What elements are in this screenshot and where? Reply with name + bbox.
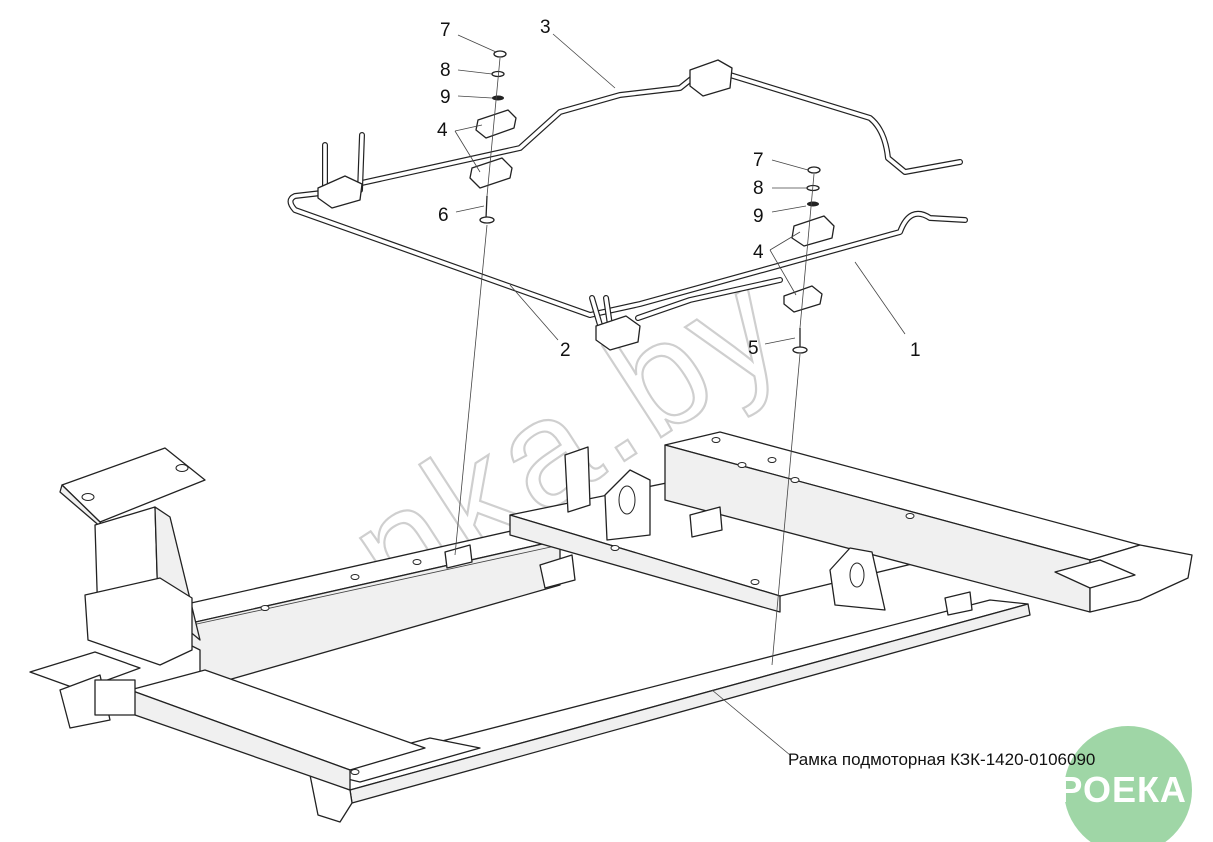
bolt-6	[485, 195, 488, 219]
clamp-4a-upper	[475, 109, 517, 139]
label-2: 2	[560, 340, 571, 361]
label-9-left: 9	[440, 87, 451, 108]
clamp-4b-upper	[791, 215, 835, 247]
rear-crossbar-side	[509, 514, 781, 613]
clip-1	[539, 554, 576, 589]
label-4-right: 4	[753, 242, 764, 263]
right-beam-end	[1089, 544, 1193, 613]
label-7-left: 7	[440, 20, 451, 41]
left-beam-side	[159, 539, 561, 689]
clamp-left	[317, 175, 363, 209]
engine-subframe	[29, 431, 1193, 823]
left-bracket-box	[94, 679, 136, 716]
logo-circle	[1064, 726, 1192, 842]
nut-7a	[493, 50, 507, 58]
right-end-plate	[1054, 559, 1136, 589]
clip-3	[944, 591, 973, 616]
pipe-3	[327, 69, 963, 193]
clip-4	[444, 544, 473, 569]
nut-7b	[807, 166, 821, 174]
agroeka-logo: АГРОЕКА	[1010, 726, 1192, 842]
left-bracket-plate	[29, 651, 141, 691]
washer-9a	[492, 95, 504, 101]
washer-9b	[807, 201, 819, 207]
drawing-caption: Рамка подмоторная КЗК-1420-0106090	[788, 750, 1095, 769]
clip-2	[689, 506, 723, 538]
label-9-right: 9	[753, 206, 764, 227]
clamp-center	[595, 315, 641, 351]
vertical-bracket	[564, 446, 591, 513]
label-3: 3	[540, 17, 551, 38]
clamp-top	[689, 59, 733, 97]
front-beam-flange	[349, 603, 1031, 804]
label-5: 5	[748, 338, 759, 359]
fasteners	[454, 50, 821, 666]
leader-lines	[454, 33, 906, 756]
logo-text: АГРОЕКА	[1010, 769, 1187, 810]
label-7-right: 7	[753, 150, 764, 171]
label-8-left: 8	[440, 60, 451, 81]
pipe-assembly	[287, 69, 968, 328]
label-6: 6	[438, 205, 449, 226]
label-4-left: 4	[437, 120, 448, 141]
axis-line-5	[771, 353, 801, 666]
pipe-clamps	[317, 59, 835, 351]
clamp-4a-lower	[469, 157, 513, 189]
support-base	[84, 577, 193, 666]
label-8-right: 8	[753, 178, 764, 199]
label-1: 1	[910, 340, 921, 361]
axis-line-6	[454, 224, 488, 556]
